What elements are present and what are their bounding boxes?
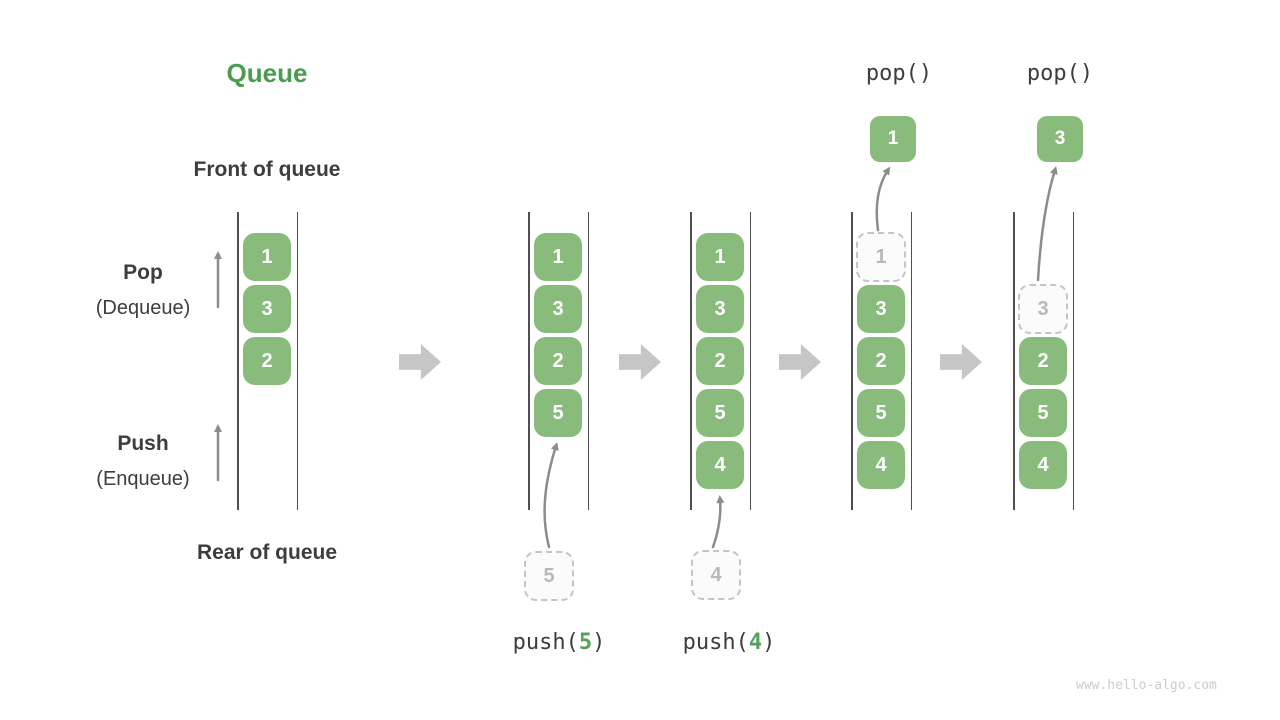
queue-rail-left — [851, 212, 853, 510]
queue-rail-left — [690, 212, 692, 510]
queue-rail-right — [587, 212, 589, 510]
enqueue-label: (Enqueue) — [96, 468, 190, 490]
queue-item: 2 — [243, 337, 291, 385]
push-op-label-4: push(4) — [649, 630, 809, 655]
queue-item: 3 — [696, 285, 744, 333]
push-op-arg: 5 — [578, 630, 593, 655]
queue-rail-left — [237, 212, 239, 510]
popped-item: 3 — [1037, 116, 1083, 162]
queue-rail-right — [1072, 212, 1074, 510]
queue-item: 5 — [1019, 389, 1067, 437]
queue-stage-4: 1 3 2 5 4 — [851, 212, 912, 510]
queue-item: 2 — [1019, 337, 1067, 385]
incoming-item-ghost: 5 — [524, 551, 574, 601]
queue-rail-left — [528, 212, 530, 510]
queue-item: 5 — [857, 389, 905, 437]
queue-item: 5 — [534, 389, 582, 437]
queue-item: 2 — [696, 337, 744, 385]
popped-item: 1 — [870, 116, 916, 162]
queue-item: 4 — [696, 441, 744, 489]
queue-stage-5: 3 2 5 4 — [1013, 212, 1074, 510]
diagram-title: Queue — [226, 58, 308, 88]
flow-arrow-icon — [399, 344, 441, 380]
queue-item: 5 — [696, 389, 744, 437]
queue-item: 2 — [857, 337, 905, 385]
front-of-queue-label: Front of queue — [193, 158, 341, 181]
queue-item: 1 — [243, 233, 291, 281]
dequeue-label: (Dequeue) — [95, 297, 191, 319]
queue-stage-1: 1 3 2 — [237, 212, 298, 510]
popped-slot-ghost: 1 — [856, 232, 906, 282]
queue-stage-2: 1 3 2 5 — [528, 212, 589, 510]
pop-op-label-2: pop() — [1026, 61, 1094, 86]
incoming-item-ghost: 4 — [691, 550, 741, 600]
popped-slot-ghost: 3 — [1018, 284, 1068, 334]
queue-rail-right — [749, 212, 751, 510]
push-op-prefix: push( — [682, 630, 749, 655]
push-op-suffix: ) — [762, 630, 776, 655]
rear-of-queue-label: Rear of queue — [196, 541, 338, 564]
pop-op-label-1: pop() — [865, 61, 933, 86]
push-label: Push — [117, 432, 169, 455]
push-op-arg: 4 — [748, 630, 763, 655]
watermark: www.hello-algo.com — [1076, 678, 1217, 693]
queue-item: 2 — [534, 337, 582, 385]
flow-arrow-icon — [619, 344, 661, 380]
push-op-suffix: ) — [592, 630, 606, 655]
queue-stage-3: 1 3 2 5 4 — [690, 212, 751, 510]
pop-label: Pop — [123, 261, 163, 284]
queue-item: 1 — [534, 233, 582, 281]
flow-arrow-icon — [940, 344, 982, 380]
queue-rail-left — [1013, 212, 1015, 510]
push-op-prefix: push( — [512, 630, 579, 655]
queue-item: 3 — [534, 285, 582, 333]
queue-item: 4 — [857, 441, 905, 489]
queue-item: 1 — [696, 233, 744, 281]
push-op-label-5: push(5) — [479, 630, 639, 655]
queue-rail-right — [296, 212, 298, 510]
flow-arrow-icon — [779, 344, 821, 380]
queue-item: 3 — [857, 285, 905, 333]
queue-item: 3 — [243, 285, 291, 333]
queue-item: 4 — [1019, 441, 1067, 489]
queue-rail-right — [910, 212, 912, 510]
